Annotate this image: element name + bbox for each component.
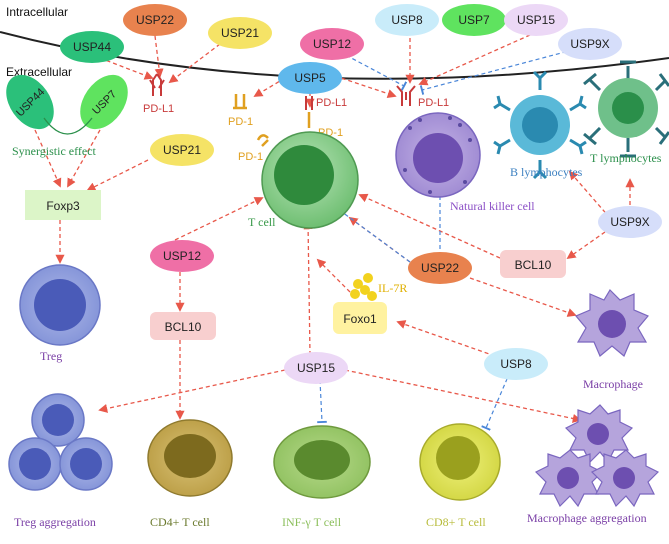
svg-text:USP44: USP44 [73, 40, 111, 54]
t-cell-label: T cell [248, 215, 276, 229]
svg-text:Foxp3: Foxp3 [46, 199, 80, 213]
usp12-top: USP12 [300, 28, 364, 60]
macrophage [575, 289, 649, 357]
usp15-top: USP15 [504, 4, 568, 36]
inhibition-lines [317, 47, 581, 431]
svg-text:Foxo1: Foxo1 [343, 312, 377, 326]
usp8-top: USP8 [375, 4, 439, 36]
svg-text:USP5: USP5 [294, 71, 326, 85]
usp5: USP5 [278, 62, 342, 94]
treg-cell [19, 264, 101, 346]
usp12-mid: USP12 [150, 240, 214, 272]
usp15-bottom: USP15 [284, 352, 348, 384]
svg-text:USP15: USP15 [517, 13, 555, 27]
cd8-t-cell-label: CD8+ T cell [426, 515, 486, 529]
svg-text:BCL10: BCL10 [165, 320, 202, 334]
b-lymphocyte [493, 70, 587, 180]
intracellular-label: Intracellular [6, 5, 68, 19]
svg-text:USP21: USP21 [221, 26, 259, 40]
il7r-label: IL-7R [378, 281, 407, 295]
cd8-t-cell [419, 423, 501, 501]
pd1-receptor-c [256, 134, 269, 147]
pd1-label-a: PD-1 [228, 116, 253, 128]
treg-aggregation-label: Treg aggregation [14, 515, 96, 529]
t-lymphocyte [583, 60, 669, 158]
svg-text:USP22: USP22 [421, 261, 459, 275]
usp7-pair: USP7 [80, 74, 128, 130]
usp9x-top: USP9X [558, 28, 622, 60]
synergistic-effect-label: Synergistic effect [12, 144, 97, 158]
bcl10-right-box: BCL10 [500, 250, 566, 278]
cd4-t-cell [147, 419, 233, 497]
il7r-receptor [350, 273, 377, 301]
pdl1-label-left: PD-L1 [143, 103, 174, 115]
usp21-top: USP21 [208, 17, 272, 49]
synergy-link [43, 117, 93, 135]
macrophage-aggregation [534, 404, 660, 508]
treg-aggregation [8, 393, 113, 491]
usp9x-mid: USP9X [598, 206, 662, 238]
svg-text:USP9X: USP9X [610, 215, 649, 229]
svg-text:USP12: USP12 [313, 37, 351, 51]
svg-text:USP7: USP7 [458, 13, 490, 27]
t-cell [261, 131, 359, 229]
macrophage-label: Macrophage [583, 377, 643, 391]
b-lymphocytes-label: B lymphocytes [510, 165, 583, 179]
pdl1-receptor-left [149, 73, 165, 96]
usp21-mid: USP21 [150, 134, 214, 166]
svg-text:USP8: USP8 [500, 357, 532, 371]
pd1-label-c: PD-1 [238, 151, 263, 163]
svg-text:BCL10: BCL10 [515, 258, 552, 272]
pdl1-label-right: PD-L1 [418, 97, 449, 109]
cd4-t-cell-label: CD4+ T cell [150, 515, 210, 529]
svg-text:USP12: USP12 [163, 249, 201, 263]
usp44-pair: USP44 [6, 74, 54, 130]
nk-cell-label: Natural killer cell [450, 199, 535, 213]
svg-text:USP8: USP8 [391, 13, 423, 27]
inf-gamma-t-cell-label: INF-γ T cell [282, 515, 342, 529]
usp44-top: USP44 [60, 31, 124, 63]
usp7-top: USP7 [442, 4, 506, 36]
t-lymphocytes-label: T lymphocytes [590, 151, 662, 165]
macrophage-aggregation-label: Macrophage aggregation [527, 511, 647, 525]
activation-arrows [34, 34, 635, 423]
inf-gamma-t-cell [273, 425, 371, 499]
foxo1-box: Foxo1 [333, 302, 387, 334]
svg-text:USP21: USP21 [163, 143, 201, 157]
pdl1-label-mid: PD-L1 [316, 97, 347, 109]
usp8-bottom: USP8 [484, 348, 548, 380]
svg-text:USP15: USP15 [297, 361, 335, 375]
foxp3-box: Foxp3 [25, 190, 101, 220]
pd1-receptor-a [233, 94, 247, 110]
usp22-top: USP22 [123, 4, 187, 36]
pdl1-receptor-mid [305, 96, 313, 110]
usp22-mid: USP22 [408, 252, 472, 284]
bcl10-left-box: BCL10 [150, 312, 216, 340]
pdl1-receptor-right [396, 85, 416, 106]
nk-cell [395, 112, 481, 198]
svg-text:USP9X: USP9X [570, 37, 609, 51]
svg-text:USP22: USP22 [136, 13, 174, 27]
treg-label: Treg [40, 349, 62, 363]
